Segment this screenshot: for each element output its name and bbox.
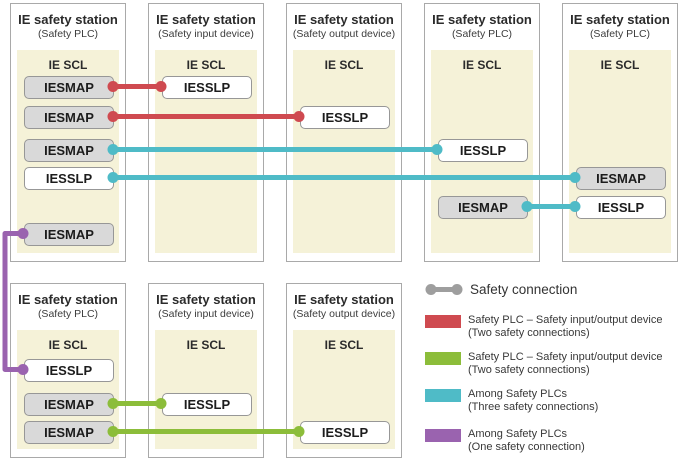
block-iesslp: IESSLP: [162, 76, 252, 99]
station-title: IE safety station: [18, 12, 118, 27]
ie-scl-label: IE SCL: [48, 58, 88, 72]
station-title: IE safety station: [432, 12, 532, 27]
legend-label: Safety connection: [470, 282, 578, 297]
block-iesmap: IESMAP: [24, 393, 114, 416]
station-top-1-safety-plc: IE safety station (Safety PLC) IE SCL IE…: [10, 3, 126, 262]
block-iesslp: IESSLP: [24, 359, 114, 382]
legend-label-line1: Among Safety PLCs: [468, 388, 568, 400]
station-subtitle: (Safety output device): [292, 308, 396, 320]
legend-label-line2: (One safety connection): [468, 440, 585, 453]
station-title: IE safety station: [570, 12, 670, 27]
ie-scl-label: IE SCL: [324, 338, 364, 352]
block-iesmap: IESMAP: [24, 139, 114, 162]
block-iesmap: IESMAP: [24, 223, 114, 246]
station-subtitle: (Safety input device): [158, 28, 254, 40]
legend-label-line2: (Two safety connections): [468, 363, 590, 376]
block-iesslp: IESSLP: [300, 421, 390, 444]
legend-swatch-purple: [425, 429, 461, 442]
legend-label-line2: (Three safety connections): [468, 400, 599, 413]
legend-label-line2: (Two safety connections): [468, 326, 590, 339]
ie-scl-label: IE SCL: [48, 338, 88, 352]
block-iesslp: IESSLP: [24, 167, 114, 190]
legend-label-line1: Safety PLC – Safety input/output device: [468, 314, 663, 326]
ie-scl-label: IE SCL: [186, 338, 226, 352]
block-iesmap: IESMAP: [576, 167, 666, 190]
ie-scl-panel: IE SCL: [569, 50, 671, 253]
station-bottom-1-safety-plc: IE safety station (Safety PLC) IE SCL IE…: [10, 283, 126, 458]
block-iesmap: IESMAP: [24, 421, 114, 444]
station-top-5-safety-plc: IE safety station (Safety PLC) IE SCL IE…: [562, 3, 678, 262]
station-title: IE safety station: [294, 292, 394, 307]
ie-scl-label: IE SCL: [186, 58, 226, 72]
legend-row-teal: Among Safety PLCs (Three safety connecti…: [425, 388, 598, 413]
block-iesslp: IESSLP: [300, 106, 390, 129]
block-iesmap: IESMAP: [438, 196, 528, 219]
legend-label-line1: Safety PLC – Safety input/output device: [468, 351, 663, 363]
station-subtitle: (Safety PLC): [37, 28, 99, 40]
legend-row-purple: Among Safety PLCs (One safety connection…: [425, 428, 585, 453]
station-subtitle: (Safety input device): [158, 308, 254, 320]
legend-swatch-green: [425, 352, 461, 365]
ie-scl-label: IE SCL: [600, 58, 640, 72]
legend-row-safety-connection: Safety connection: [425, 281, 577, 298]
block-iesmap: IESMAP: [24, 76, 114, 99]
station-title: IE safety station: [156, 292, 256, 307]
legend-row-green: Safety PLC – Safety input/output device …: [425, 351, 662, 376]
block-iesmap: IESMAP: [24, 106, 114, 129]
station-top-4-safety-plc: IE safety station (Safety PLC) IE SCL IE…: [424, 3, 540, 262]
station-subtitle: (Safety PLC): [37, 308, 99, 320]
legend-row-red: Safety PLC – Safety input/output device …: [425, 314, 662, 339]
ie-scl-label: IE SCL: [462, 58, 502, 72]
safety-connection-icon: [425, 284, 463, 295]
station-subtitle: (Safety PLC): [451, 28, 513, 40]
station-title: IE safety station: [156, 12, 256, 27]
legend-label-line1: Among Safety PLCs: [468, 428, 568, 440]
station-subtitle: (Safety output device): [292, 28, 396, 40]
station-title: IE safety station: [294, 12, 394, 27]
block-iesslp: IESSLP: [438, 139, 528, 162]
station-bottom-3-safety-output-device: IE safety station (Safety output device)…: [286, 283, 402, 458]
legend-swatch-red: [425, 315, 461, 328]
ie-scl-label: IE SCL: [324, 58, 364, 72]
block-iesslp: IESSLP: [576, 196, 666, 219]
legend-swatch-teal: [425, 389, 461, 402]
station-subtitle: (Safety PLC): [589, 28, 651, 40]
station-title: IE safety station: [18, 292, 118, 307]
